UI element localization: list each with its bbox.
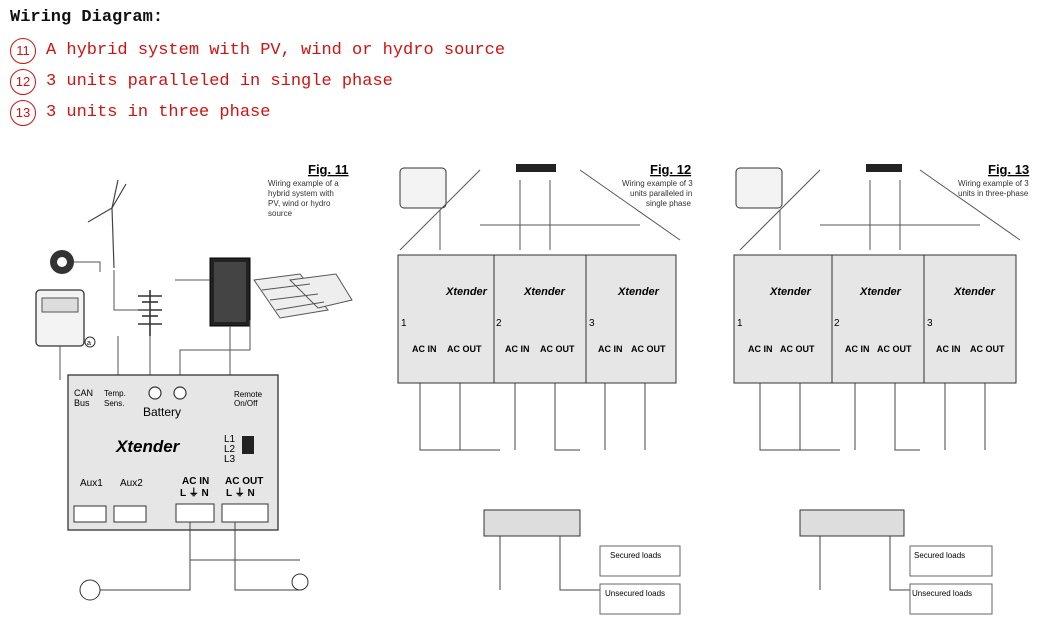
fig12-u2-index: 2: [496, 318, 502, 329]
fig13-bus-wiring: [739, 169, 1021, 251]
fig12-secured-label: Secured loads: [610, 551, 661, 560]
control-panel-icon: a: [35, 289, 96, 348]
ac-in-label: AC IN: [182, 476, 209, 487]
battery-stack-icon: [138, 290, 162, 336]
fig12-unit1-brand: Xtender: [445, 286, 488, 298]
header: Wiring Diagram: 11 A hybrid system with …: [10, 8, 505, 128]
fig13-unsecured-box: [909, 583, 993, 615]
item-number-13: 13: [10, 99, 36, 126]
temp-sens-label-2: Sens.: [104, 399, 124, 408]
ac-in-ln: L ⏚ N: [180, 487, 209, 499]
item-text-11: A hybrid system with PV, wind or hydro s…: [46, 41, 506, 60]
fig12-u1-acin: AC IN: [412, 344, 437, 354]
fig12-u3-acout: AC OUT: [631, 344, 666, 354]
fig11-caption-3: PV, wind or hydro: [268, 199, 331, 208]
brand-logo: Xtender: [115, 437, 181, 456]
terminal-blocks: [73, 503, 269, 523]
fig11-caption-4: source: [268, 209, 293, 218]
fig12-group: Fig. 12 Wiring example of 3 units parall…: [397, 162, 693, 615]
fig12-u2-acout: AC OUT: [540, 344, 575, 354]
ac-out-label: AC OUT: [225, 476, 263, 487]
legend-item-11: 11 A hybrid system with PV, wind or hydr…: [10, 35, 505, 66]
fig11-caption-2: hybrid system with: [268, 189, 334, 198]
item-number-12: 12: [10, 68, 36, 95]
fig12-u1-acout: AC OUT: [447, 344, 482, 354]
item-text-12: 3 units paralleled in single phase: [46, 72, 393, 91]
aux2-label: Aux2: [120, 478, 143, 489]
fig12-caption-2: units paralleled in: [630, 189, 692, 198]
fig12-u3-index: 3: [589, 318, 595, 329]
fig13-unit3-brand: Xtender: [953, 286, 996, 298]
fig12-caption-3: single phase: [646, 199, 691, 208]
wind-turbine-icon: [87, 179, 127, 269]
hydro-turbine-icon: [50, 250, 74, 274]
legend-item-12: 12 3 units paralleled in single phase: [10, 66, 505, 97]
fig12-u1-index: 1: [401, 318, 407, 329]
remote-label-1: Remote: [234, 390, 263, 399]
fig13-battery-icon: [866, 164, 902, 172]
phase-switch-icon: [242, 436, 254, 454]
fig13-u3-index: 3: [927, 318, 933, 329]
fig13-unit2-brand: Xtender: [859, 286, 902, 298]
fig13-group: Fig. 13 Wiring example of 3 units in thr…: [733, 162, 1029, 615]
fig13-unsecured-label: Unsecured loads: [912, 589, 972, 598]
fig13-u2-acin: AC IN: [845, 344, 870, 354]
fig11-output-wiring: [100, 522, 300, 591]
can-bus-label-2: Bus: [74, 398, 90, 408]
fig13-u2-index: 2: [834, 318, 840, 329]
remote-label-2: On/Off: [234, 399, 258, 408]
phase-l2: L2: [224, 444, 236, 455]
fig13-u3-acin: AC IN: [936, 344, 961, 354]
fig13-u1-index: 1: [737, 318, 743, 329]
fig12-unsecured-box: [599, 583, 681, 615]
fig12-bus-wiring: [399, 169, 681, 251]
legend-item-13: 13 3 units in three phase: [10, 97, 505, 128]
fig13-units: [733, 254, 1017, 384]
fig13-u1-acin: AC IN: [748, 344, 773, 354]
solar-charger-icon: [209, 257, 251, 327]
item-number-11: 11: [10, 37, 36, 64]
fig12-units: [397, 254, 677, 384]
battery-label: Battery: [143, 405, 181, 419]
fig12-secured-box: [599, 545, 681, 577]
fig13-u2-acout: AC OUT: [877, 344, 912, 354]
fig13-caption-1: Wiring example of 3: [958, 179, 1029, 188]
fig11-caption-1: Wiring example of a: [268, 179, 339, 188]
fig13-output-wiring: [759, 383, 986, 591]
pv-panel-icon: [253, 273, 353, 319]
temp-sens-label-1: Temp.: [104, 389, 126, 398]
can-bus-label-1: CAN: [74, 388, 93, 398]
fig13-control-panel-icon: [735, 167, 783, 209]
phase-l3: L3: [224, 454, 236, 465]
fig13-title: Fig. 13: [988, 162, 1029, 177]
fig13-secured-box: [909, 545, 993, 577]
fig11-group: Fig. 11 Wiring example of a hybrid syste…: [35, 162, 353, 601]
fig13-u3-acout: AC OUT: [970, 344, 1005, 354]
fig12-title: Fig. 12: [650, 162, 691, 177]
fig13-unit1-brand: Xtender: [769, 286, 812, 298]
svg-text:a: a: [87, 340, 91, 347]
fig12-caption-1: Wiring example of 3: [622, 179, 693, 188]
page-title: Wiring Diagram:: [10, 8, 164, 27]
aux1-label: Aux1: [80, 478, 103, 489]
wiring-diagram: Fig. 11 Wiring example of a hybrid syste…: [35, 162, 1029, 615]
fig13-u1-acout: AC OUT: [780, 344, 815, 354]
fig12-unit2-brand: Xtender: [523, 286, 566, 298]
phase-l1: L1: [224, 434, 236, 445]
fig12-battery-icon: [516, 164, 556, 172]
fig12-unsecured-label: Unsecured loads: [605, 589, 665, 598]
fig13-caption-2: units in three-phase: [958, 189, 1029, 198]
generator-icon: [79, 579, 101, 601]
fig12-control-panel-icon: [399, 167, 447, 209]
item-text-13: 3 units in three phase: [46, 103, 271, 122]
fig11-title: Fig. 11: [308, 162, 348, 177]
load-icon: [291, 573, 309, 591]
fig12-u2-acin: AC IN: [505, 344, 530, 354]
fig12-output-wiring: [419, 383, 646, 591]
ac-out-ln: L ⏚ N: [226, 487, 255, 499]
fig12-unit3-brand: Xtender: [617, 286, 660, 298]
battery-terminals: [148, 386, 187, 400]
fig12-u3-acin: AC IN: [598, 344, 623, 354]
fig13-secured-label: Secured loads: [914, 551, 965, 560]
